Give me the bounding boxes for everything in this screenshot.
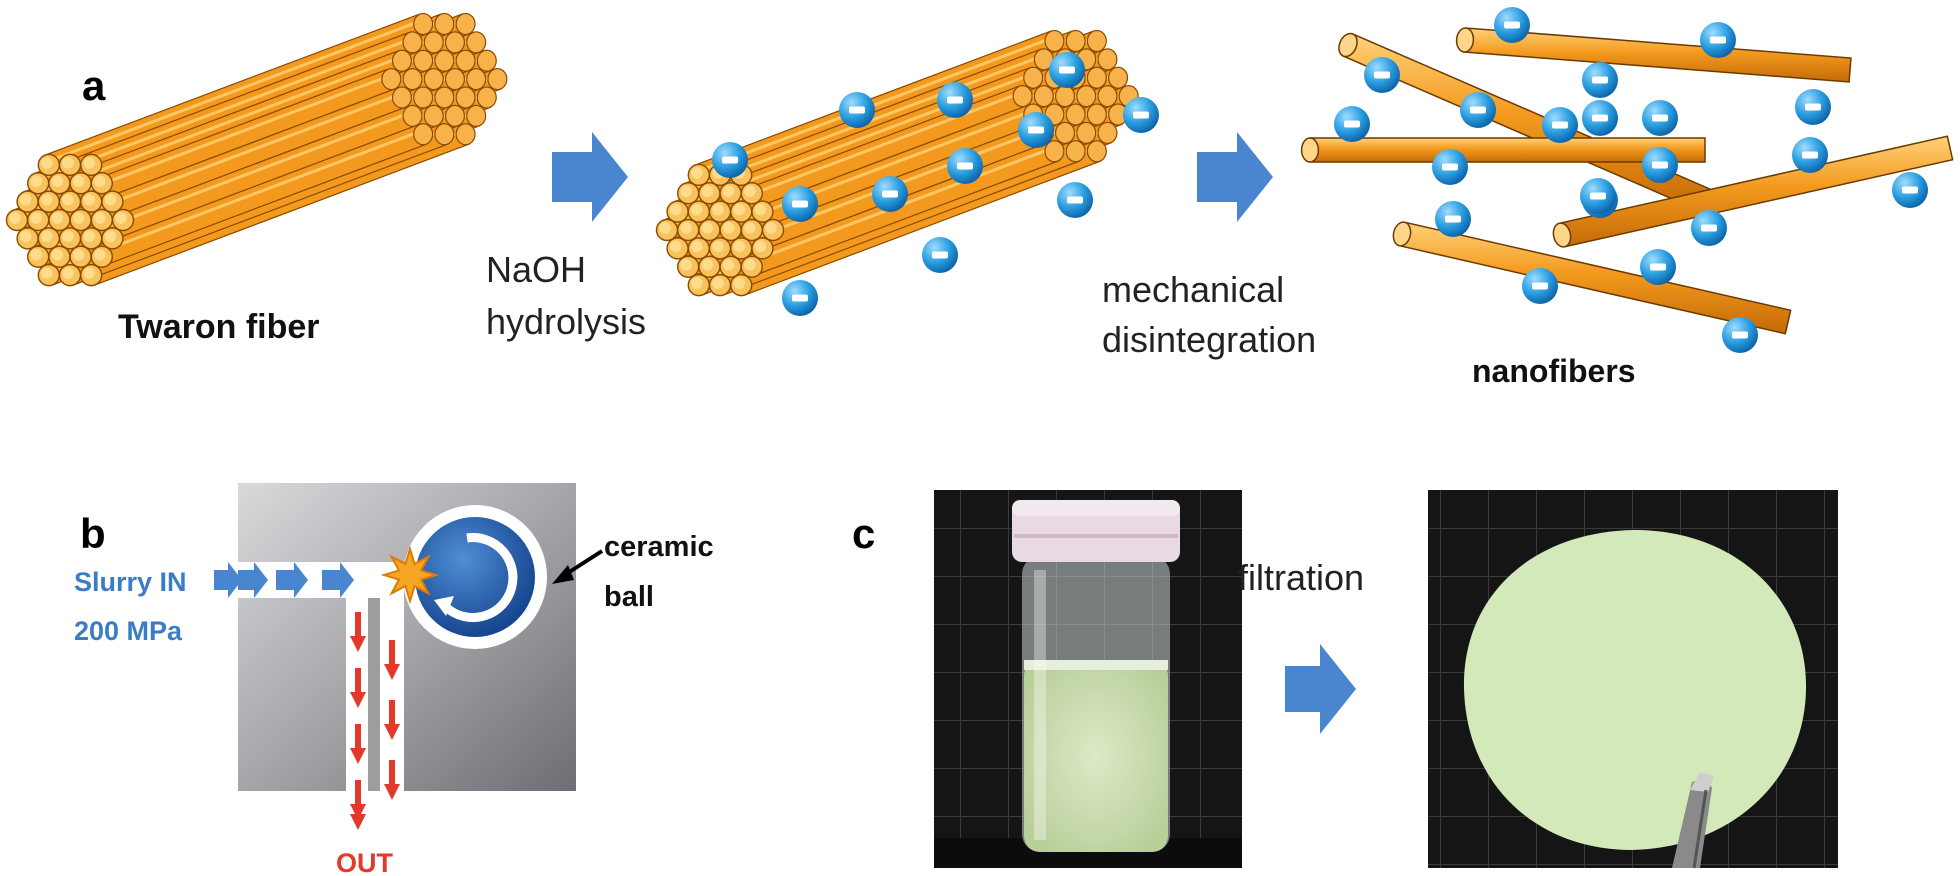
panel-a: a Twaron fiber NaOH hydrolysis mechanica… [5, 7, 1954, 389]
outlet-arrows [350, 612, 400, 830]
negative-charge-icon [1691, 210, 1727, 246]
negative-charge-icon [1123, 97, 1159, 133]
ceramic-label: ceramic [604, 531, 714, 563]
negative-charge-icon [1522, 268, 1558, 304]
nanofibers-group [1300, 7, 1954, 353]
film-photo [1428, 490, 1838, 869]
negative-charge-icon [712, 142, 748, 178]
negative-charge-icon [1642, 100, 1678, 136]
outlet-arrow-icon [350, 612, 366, 652]
twaron-fiber-bundle [5, 12, 508, 287]
rotation-arrowhead-icon [434, 596, 454, 616]
panel-c: c filtration [852, 490, 1838, 869]
negative-charge-icon [1582, 62, 1618, 98]
negative-charge-icon [1795, 89, 1831, 125]
negative-charge-icon [1892, 172, 1928, 208]
inlet-arrows [214, 562, 354, 598]
negative-charge-icon [1700, 22, 1736, 58]
hydrolysis-label: hydrolysis [486, 301, 646, 342]
nanofiber-rod [1392, 221, 1792, 335]
slurry-in-label: Slurry IN [74, 567, 187, 597]
panel-b-letter: b [80, 510, 106, 557]
nanofiber-rod [1300, 137, 1706, 163]
panel-c-letter: c [852, 510, 875, 557]
negative-charge-icon [1432, 149, 1468, 185]
inlet-arrow-icon [276, 562, 308, 598]
process-arrow-2 [1197, 132, 1273, 222]
nanofiber-rod [1552, 135, 1954, 248]
negative-charge-icon [1640, 249, 1676, 285]
twaron-fiber-label: Twaron fiber [118, 308, 320, 346]
mechanical-label: mechanical [1102, 269, 1284, 310]
negative-charge-icon [1722, 317, 1758, 353]
negative-charge-icon [1057, 182, 1093, 218]
outlet-arrow-icon [384, 700, 400, 740]
filtration-label: filtration [1238, 557, 1364, 598]
rotation-arrow-icon [444, 533, 518, 622]
negative-charge-icon [872, 176, 908, 212]
inlet-arrow-icon [322, 562, 354, 598]
nanofibers-label: nanofibers [1472, 353, 1636, 389]
disintegration-label: disintegration [1102, 319, 1316, 360]
naoh-label: NaOH [486, 249, 586, 290]
hydrolyzed-fiber-bundle [655, 29, 1159, 316]
negative-charge-icon [1642, 147, 1678, 183]
nanofiber-rod [1455, 27, 1852, 83]
impact-burst-icon [380, 545, 440, 605]
out-label: OUT [336, 848, 394, 876]
outlet-divider [368, 598, 380, 791]
ball-pointer-head-icon [552, 565, 574, 584]
negative-charge-icon [1582, 100, 1618, 136]
outlet-arrow-icon [384, 760, 400, 800]
outlet-arrow-icon [384, 640, 400, 680]
outlet-arrow-icon [350, 724, 366, 764]
ball-label: ball [604, 581, 654, 613]
negative-charge-icon [782, 280, 818, 316]
negative-charge-icon [1494, 7, 1530, 43]
negative-charge-icon [1542, 107, 1578, 143]
negative-charge-icon [782, 186, 818, 222]
negative-charge-icon [1049, 52, 1085, 88]
tweezers [1672, 778, 1712, 868]
negative-charge-icon [1580, 178, 1616, 214]
outlet-arrow-icon [350, 668, 366, 708]
negative-charge-icon [937, 82, 973, 118]
vial-photo [934, 490, 1242, 868]
inlet-arrow-icon [238, 562, 268, 598]
outlet-arrow-icon [350, 796, 366, 830]
negative-charge-icon [947, 148, 983, 184]
negative-charge-icon [1460, 92, 1496, 128]
negative-charge-icon [922, 237, 958, 273]
negative-charge-icon [1334, 106, 1370, 142]
vial-suspension [1024, 660, 1168, 852]
negative-charge-icon [1792, 137, 1828, 173]
negative-charge-icon [1435, 201, 1471, 237]
inlet-arrow-icon [214, 562, 242, 598]
panel-a-letter: a [82, 62, 106, 109]
filtration-arrow [1285, 644, 1356, 734]
negative-charge-icon [1018, 112, 1054, 148]
negative-charge-icon [839, 92, 875, 128]
negative-charge-icon [1364, 57, 1400, 93]
nanofiber-film [1463, 530, 1807, 850]
pressure-label: 200 MPa [74, 616, 183, 646]
panel-b: b Slurry IN 200 MPa ceramic ball OUT [74, 483, 714, 876]
process-arrow-1 [552, 132, 628, 222]
